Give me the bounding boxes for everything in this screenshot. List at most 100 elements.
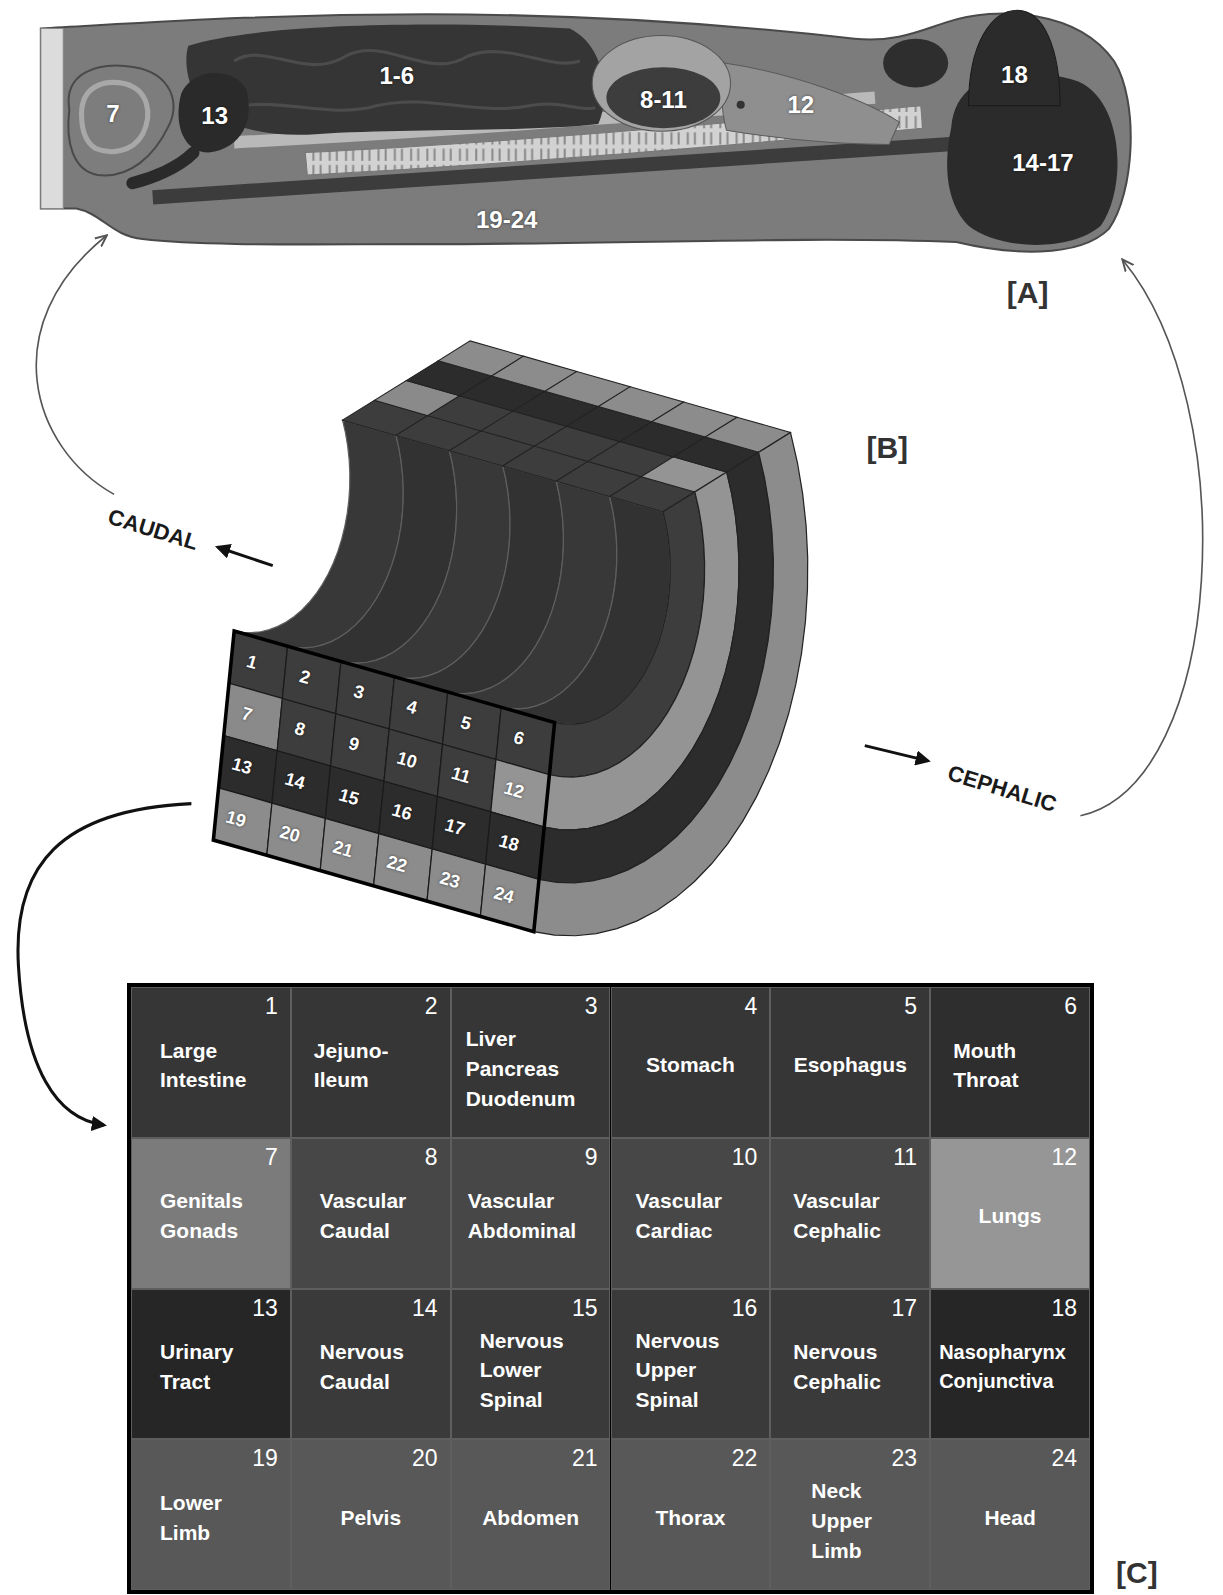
cell-number: 16 (390, 801, 414, 824)
cell-label: Pelvis (340, 1503, 401, 1533)
cell-number: 22 (732, 1446, 758, 1471)
cell-number: 3 (585, 994, 598, 1019)
genital-ring (82, 82, 148, 151)
organ-cell: 5Esophagus (770, 987, 930, 1138)
cell-number: 3 (352, 682, 367, 702)
cell-label: Mouth Throat (953, 1036, 1053, 1096)
cell-label: Jejuno- Ileum (314, 1036, 414, 1096)
nasal-bump (969, 10, 1061, 106)
cell-number: 10 (732, 1145, 758, 1170)
cell-number: 11 (893, 1145, 917, 1170)
cell-number: 5 (458, 713, 473, 733)
block-side-band (534, 432, 808, 935)
cell-number: 23 (438, 868, 462, 891)
cell-label: Vascular Cardiac (636, 1186, 756, 1246)
block-face-cell (320, 818, 379, 886)
organ-cell: 22Thorax (611, 1439, 771, 1590)
organ-cell: 11Vascular Cephalic (770, 1138, 930, 1289)
cell-number: 9 (585, 1145, 598, 1170)
intestine (186, 25, 604, 135)
cell-number: 7 (240, 704, 255, 724)
block-face-cell (267, 803, 326, 871)
organ-cell: 20Pelvis (291, 1439, 451, 1590)
cell-number: 21 (572, 1446, 598, 1471)
block-face-cell (374, 834, 433, 902)
cell-number: 20 (278, 822, 302, 845)
organ-cell: 9Vascular Abdominal (451, 1138, 611, 1289)
direction-label: CAUDAL (105, 506, 200, 554)
organ-cell: 10Vascular Cardiac (611, 1138, 771, 1289)
heart (592, 36, 730, 132)
cell-number: 6 (1064, 994, 1077, 1019)
heart-chamber (606, 67, 720, 128)
organ-cell: 24Head (930, 1439, 1090, 1590)
cell-label: Vascular Caudal (320, 1186, 430, 1246)
bladder (178, 73, 248, 152)
block-face-cell (427, 849, 486, 917)
cell-label: Nervous Lower Spinal (480, 1326, 598, 1415)
organ-cell: 16Nervous Upper Spinal (611, 1289, 771, 1440)
cell-label: Abdomen (482, 1503, 579, 1533)
organ-cell: 15Nervous Lower Spinal (451, 1289, 611, 1440)
cell-number: 18 (1051, 1296, 1077, 1321)
cell-label: Urinary Tract (160, 1337, 270, 1397)
organ-cell: 21Abdomen (451, 1439, 611, 1590)
cell-number: 5 (904, 994, 917, 1019)
cell-number: 4 (745, 994, 758, 1019)
cell-number: 12 (1051, 1145, 1077, 1170)
organ-cell: 4Stomach (611, 987, 771, 1138)
block-face-outline (213, 631, 554, 932)
cell-label: Nervous Cephalic (793, 1337, 913, 1397)
cell-number: 20 (412, 1446, 438, 1471)
organ-cell: 19Lower Limb (131, 1439, 291, 1590)
organ-cell: 14Nervous Caudal (291, 1289, 451, 1440)
organ-cell: 18Nasopharynx Conjunctiva (930, 1289, 1090, 1440)
cell-number: 1 (245, 652, 260, 672)
lung-dot (737, 101, 745, 109)
cell-number: 13 (230, 755, 254, 778)
cell-label: Liver Pancreas Duodenum (466, 1024, 596, 1113)
cell-number: 21 (331, 838, 355, 861)
cell-number: 11 (449, 764, 472, 787)
body-outline (41, 13, 1131, 251)
cell-label: Nervous Upper Spinal (636, 1326, 754, 1415)
spinal-cord (153, 142, 977, 197)
cephalic-arrow (865, 746, 928, 761)
sagittal-section (41, 10, 1131, 251)
body-block (213, 341, 807, 936)
block-face-cell (213, 788, 272, 856)
cell-label: Genitals Gonads (160, 1186, 270, 1246)
cell-number: 6 (512, 728, 527, 748)
cell-label: Vascular Abdominal (468, 1186, 600, 1246)
panel-label: [C] (1116, 1558, 1158, 1588)
cell-number: 9 (346, 734, 361, 754)
cell-label: Vascular Cephalic (793, 1186, 913, 1246)
cell-label: Lower Limb (160, 1488, 260, 1548)
cell-number: 24 (1051, 1446, 1077, 1471)
cell-label: Nervous Caudal (320, 1337, 430, 1397)
cell-label: Nasopharynx Conjunctiva (939, 1338, 1084, 1395)
cell-number: 14 (283, 770, 307, 793)
cell-number: 13 (252, 1296, 278, 1321)
organ-cell: 13Urinary Tract (131, 1289, 291, 1440)
cell-number: 8 (293, 719, 308, 739)
organ-cell: 23Neck Upper Limb (770, 1439, 930, 1590)
organ-cell: 3Liver Pancreas Duodenum (451, 987, 611, 1138)
genital-loop (68, 66, 173, 176)
cell-number: 1 (265, 994, 278, 1019)
cell-number: 23 (892, 1446, 918, 1471)
cell-number: 8 (425, 1145, 438, 1170)
cell-number: 19 (224, 807, 248, 830)
cell-number: 18 (497, 831, 521, 854)
direction-label: CEPHALIC (945, 762, 1059, 816)
organ-cell: 2Jejuno- Ileum (291, 987, 451, 1138)
caudal-curve (36, 236, 114, 494)
organ-cell: 17Nervous Cephalic (770, 1289, 930, 1440)
panel-label: [B] (866, 433, 908, 463)
cell-number: 16 (732, 1296, 758, 1321)
cell-number: 22 (385, 853, 409, 876)
callout-number: 19-24 (476, 208, 537, 232)
pharynx (883, 39, 948, 88)
